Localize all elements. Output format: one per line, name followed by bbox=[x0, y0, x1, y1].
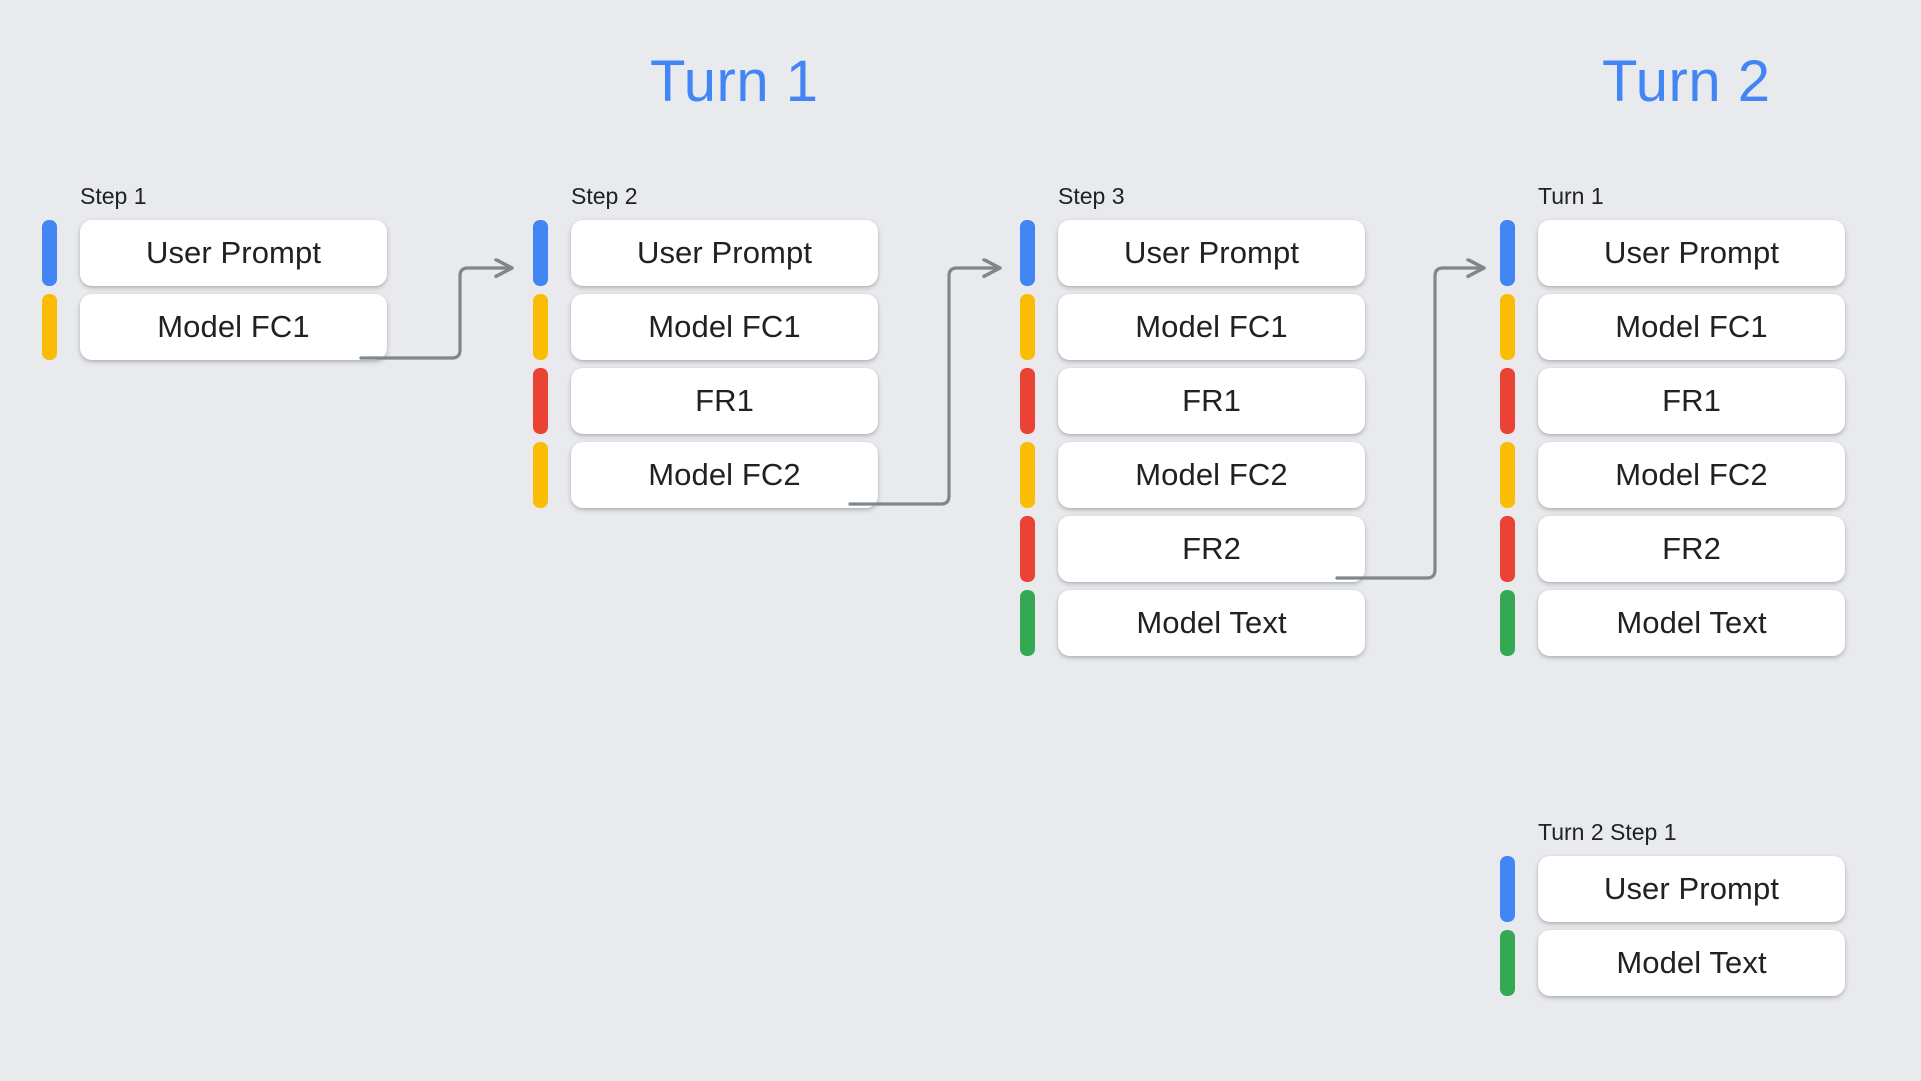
list-item[interactable]: Model FC1 bbox=[1020, 294, 1365, 360]
card-user-prompt[interactable]: User Prompt bbox=[571, 220, 878, 286]
list-item[interactable]: User Prompt bbox=[533, 220, 878, 286]
card-model-fc2[interactable]: Model FC2 bbox=[571, 442, 878, 508]
list-item[interactable]: FR2 bbox=[1500, 516, 1845, 582]
card-model-fc1[interactable]: Model FC1 bbox=[80, 294, 387, 360]
color-bar-blue bbox=[1500, 856, 1515, 922]
turn-2-title: Turn 2 bbox=[1602, 49, 1771, 114]
column-turn-1: Turn 1 User Prompt Model FC1 FR1 Model F… bbox=[1500, 182, 1845, 664]
card-fr2[interactable]: FR2 bbox=[1538, 516, 1845, 582]
color-bar-blue bbox=[1020, 220, 1035, 286]
list-item[interactable]: Model Text bbox=[1020, 590, 1365, 656]
card-model-fc2[interactable]: Model FC2 bbox=[1538, 442, 1845, 508]
card-fr1[interactable]: FR1 bbox=[571, 368, 878, 434]
list-item[interactable]: Model FC2 bbox=[1500, 442, 1845, 508]
list-item[interactable]: Model Text bbox=[1500, 930, 1845, 996]
color-bar-yellow bbox=[1500, 294, 1515, 360]
color-bar-blue bbox=[42, 220, 57, 286]
color-bar-red bbox=[1020, 516, 1035, 582]
card-model-fc1[interactable]: Model FC1 bbox=[1058, 294, 1365, 360]
list-item[interactable]: Model FC1 bbox=[1500, 294, 1845, 360]
list-item[interactable]: FR1 bbox=[1500, 368, 1845, 434]
color-bar-red bbox=[1020, 368, 1035, 434]
card-user-prompt[interactable]: User Prompt bbox=[1058, 220, 1365, 286]
list-item[interactable]: User Prompt bbox=[1500, 856, 1845, 922]
list-item[interactable]: Model FC2 bbox=[533, 442, 878, 508]
list-item[interactable]: FR1 bbox=[1020, 368, 1365, 434]
list-item[interactable]: FR2 bbox=[1020, 516, 1365, 582]
color-bar-green bbox=[1020, 590, 1035, 656]
color-bar-red bbox=[533, 368, 548, 434]
card-user-prompt[interactable]: User Prompt bbox=[80, 220, 387, 286]
column-step-3: Step 3 User Prompt Model FC1 FR1 Model F… bbox=[1020, 182, 1365, 664]
column-label-turn-1: Turn 1 bbox=[1538, 183, 1604, 209]
card-fr1[interactable]: FR1 bbox=[1538, 368, 1845, 434]
color-bar-yellow bbox=[1500, 442, 1515, 508]
color-bar-blue bbox=[533, 220, 548, 286]
card-model-text[interactable]: Model Text bbox=[1058, 590, 1365, 656]
list-item[interactable]: Model FC1 bbox=[42, 294, 387, 360]
column-label-step-1: Step 1 bbox=[80, 183, 147, 209]
color-bar-blue bbox=[1500, 220, 1515, 286]
list-item[interactable]: Model Text bbox=[1500, 590, 1845, 656]
list-item[interactable]: Model FC1 bbox=[533, 294, 878, 360]
color-bar-yellow bbox=[42, 294, 57, 360]
color-bar-red bbox=[1500, 368, 1515, 434]
column-step-1: Step 1 User Prompt Model FC1 bbox=[42, 182, 387, 368]
color-bar-green bbox=[1500, 590, 1515, 656]
card-user-prompt[interactable]: User Prompt bbox=[1538, 856, 1845, 922]
card-model-fc1[interactable]: Model FC1 bbox=[571, 294, 878, 360]
color-bar-yellow bbox=[1020, 442, 1035, 508]
column-turn-2-step-1: Turn 2 Step 1 User Prompt Model Text bbox=[1500, 818, 1845, 1004]
card-fr2[interactable]: FR2 bbox=[1058, 516, 1365, 582]
list-item[interactable]: Model FC2 bbox=[1020, 442, 1365, 508]
column-label-step-3: Step 3 bbox=[1058, 183, 1125, 209]
card-model-fc1[interactable]: Model FC1 bbox=[1538, 294, 1845, 360]
color-bar-yellow bbox=[533, 294, 548, 360]
color-bar-yellow bbox=[533, 442, 548, 508]
column-label-step-2: Step 2 bbox=[571, 183, 638, 209]
column-label-turn-2-step-1: Turn 2 Step 1 bbox=[1538, 819, 1677, 845]
list-item[interactable]: User Prompt bbox=[1020, 220, 1365, 286]
color-bar-red bbox=[1500, 516, 1515, 582]
list-item[interactable]: User Prompt bbox=[1500, 220, 1845, 286]
color-bar-green bbox=[1500, 930, 1515, 996]
list-item[interactable]: User Prompt bbox=[42, 220, 387, 286]
turn-1-title: Turn 1 bbox=[650, 49, 819, 114]
card-fr1[interactable]: FR1 bbox=[1058, 368, 1365, 434]
card-user-prompt[interactable]: User Prompt bbox=[1538, 220, 1845, 286]
card-model-text[interactable]: Model Text bbox=[1538, 930, 1845, 996]
color-bar-yellow bbox=[1020, 294, 1035, 360]
column-step-2: Step 2 User Prompt Model FC1 FR1 Model F… bbox=[533, 182, 878, 516]
list-item[interactable]: FR1 bbox=[533, 368, 878, 434]
card-model-fc2[interactable]: Model FC2 bbox=[1058, 442, 1365, 508]
card-model-text[interactable]: Model Text bbox=[1538, 590, 1845, 656]
